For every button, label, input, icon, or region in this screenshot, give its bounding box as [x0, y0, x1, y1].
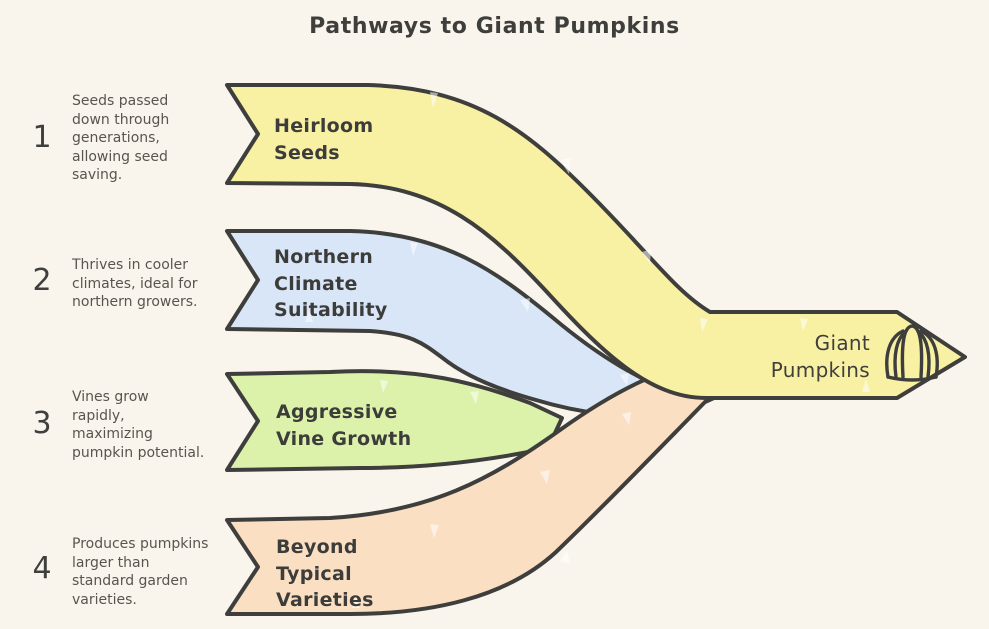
step-3-number: 3	[32, 406, 52, 441]
ribbon-beyond-typical	[225, 356, 738, 616]
step-2-description: Thrives in cooler climates, ideal for no…	[72, 257, 198, 311]
diagram-title: Pathways to Giant Pumpkins	[309, 14, 680, 39]
ribbon-label-beyond-typical: Beyond Typical Varieties	[276, 536, 374, 612]
step-1-number: 1	[32, 120, 52, 155]
result-label-giant-pumpkins: Giant Pumpkins	[770, 331, 870, 382]
ribbon-heirloom-seeds-and-arrow	[225, 83, 967, 400]
texture-streaks	[305, 92, 870, 608]
ribbon-label-aggressive-vine: Aggressive Vine Growth	[276, 401, 412, 450]
pumpkin-icon	[885, 324, 939, 382]
ribbon-label-northern-climate: Northern Climate Suitability	[274, 246, 388, 322]
ribbon-label-heirloom-seeds: Heirloom Seeds	[274, 115, 374, 164]
step-2-number: 2	[32, 263, 52, 298]
step-4-description: Produces pumpkins larger than standard g…	[72, 536, 209, 608]
step-3-description: Vines grow rapidly, maximizing pumpkin p…	[72, 389, 205, 461]
step-4-number: 4	[32, 551, 52, 586]
step-1-description: Seeds passed down through generations, a…	[72, 93, 170, 184]
